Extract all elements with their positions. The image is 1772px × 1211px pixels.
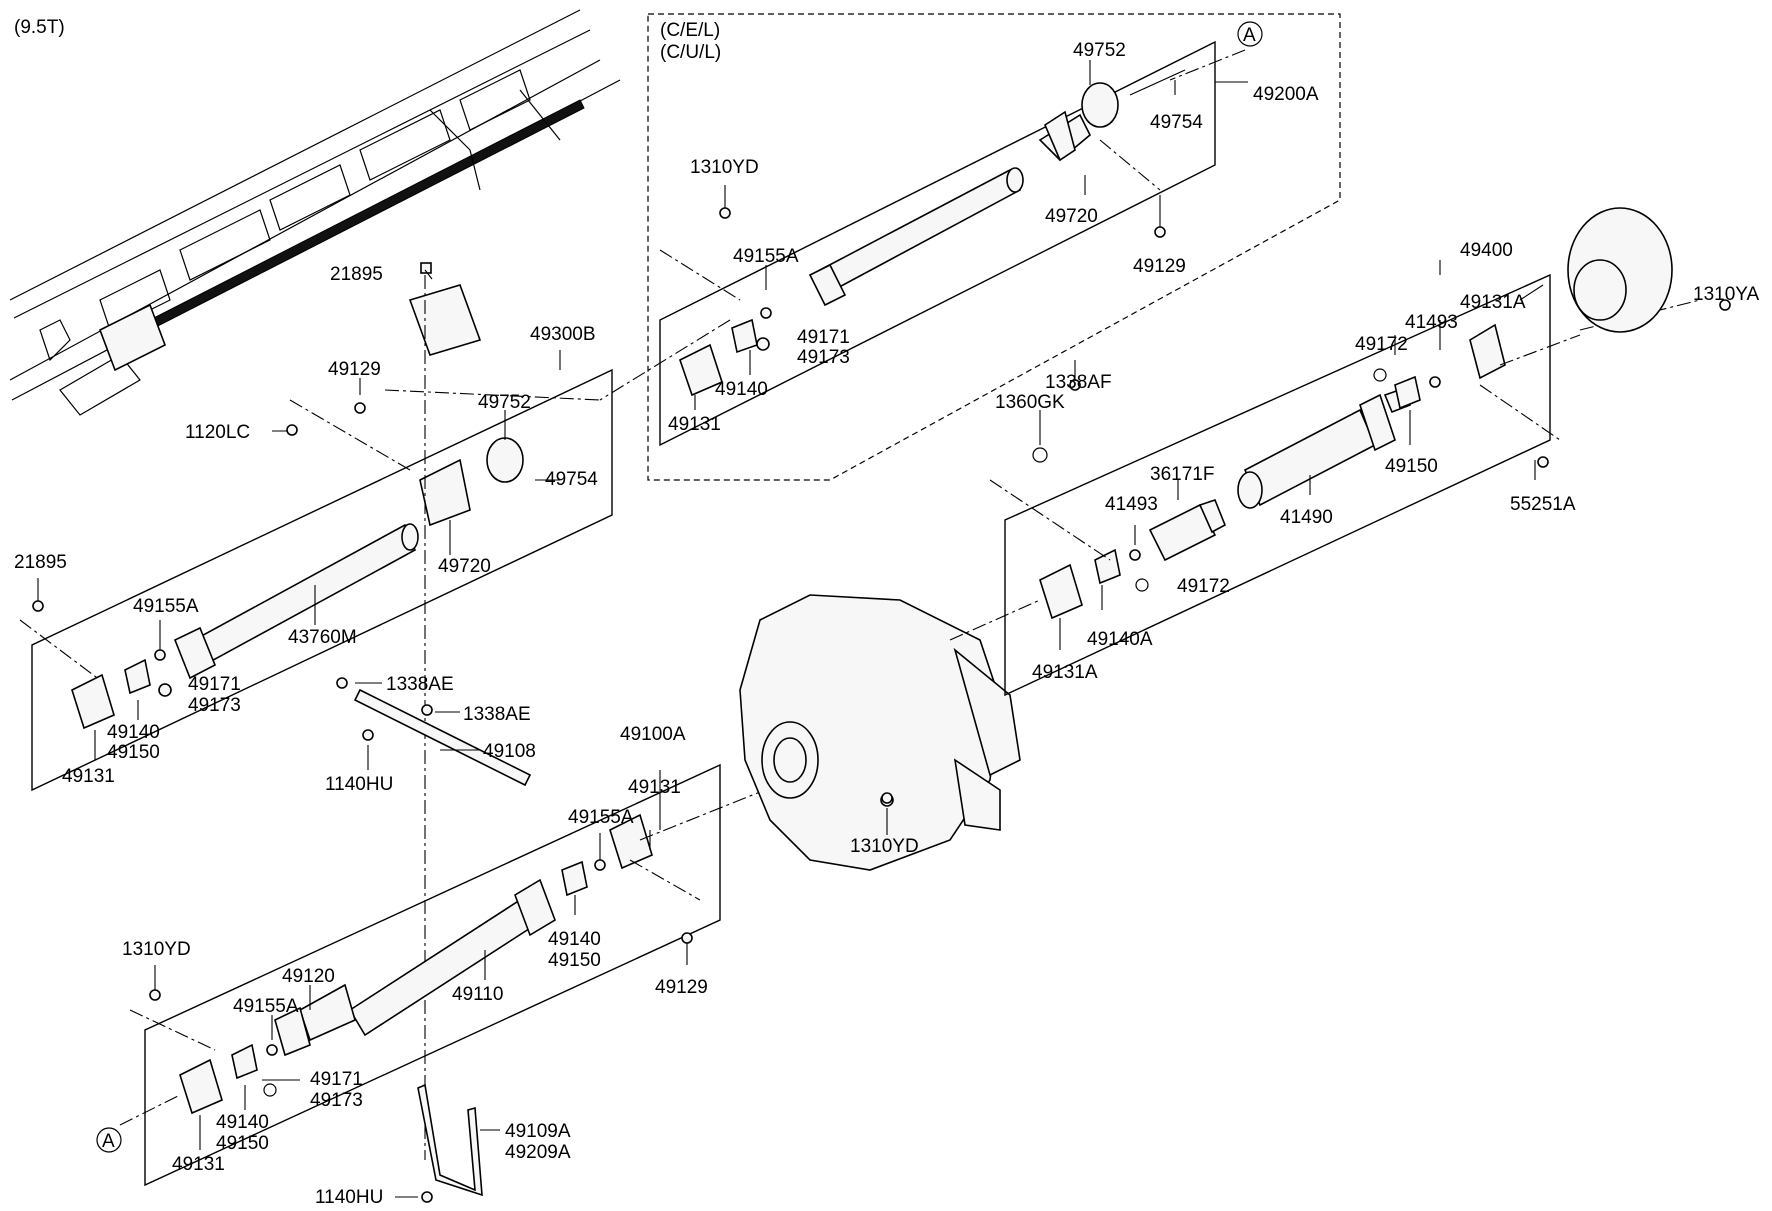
callout: 49131: [62, 766, 115, 787]
drive-shaft-49200a: [808, 82, 1119, 307]
fasteners: [32, 207, 1731, 1097]
part-callouts: 49752 49754 49200A 1310YD 49720 49129 49…: [14, 40, 1760, 1208]
callout: 49129: [328, 359, 381, 380]
callout: 49752: [478, 392, 531, 413]
callout: 49754: [545, 469, 598, 490]
u-joint-49140-d: [179, 1043, 258, 1115]
callout: 1310YD: [690, 157, 759, 178]
callout: 1310YD: [850, 836, 919, 857]
callout: 49300B: [530, 324, 596, 345]
callout: 49400: [1460, 240, 1513, 261]
callout: 49150: [548, 950, 601, 971]
callout: 43760M: [288, 627, 357, 648]
callout: 49155A: [568, 807, 634, 828]
callout: 49173: [188, 695, 241, 716]
reference-marker-a-bottom: A: [96, 1127, 122, 1153]
callout: 49110: [452, 984, 503, 1005]
callout: 49172: [1177, 576, 1230, 597]
bracket-49108: [336, 677, 532, 787]
u-joint-49140a: [1039, 548, 1121, 620]
assembly-frame-49200a: [659, 40, 1216, 447]
callout: 41490: [1280, 507, 1333, 528]
svg-text:A: A: [1243, 25, 1256, 46]
callout: 49150: [216, 1133, 269, 1154]
rear-axle-housing: [739, 594, 1021, 871]
bracket-21895: [408, 262, 482, 356]
callout: 36171F: [1150, 464, 1214, 485]
callout: 49173: [797, 347, 850, 368]
drive-shaft-43760m: [173, 437, 524, 680]
callout: 49129: [655, 977, 708, 998]
callout: 49108: [483, 741, 536, 762]
callout: 41493: [1105, 494, 1158, 515]
option-box-line2: (C/U/L): [660, 42, 721, 63]
callout: 49109A: [505, 1121, 571, 1142]
callout: 41493: [1405, 312, 1458, 333]
callout: 1310YA: [1693, 284, 1760, 305]
assembly-frame-49400: [1004, 273, 1551, 697]
callout: 49131A: [1460, 292, 1526, 313]
callout: 49171: [310, 1069, 363, 1090]
callout: 49720: [1045, 206, 1098, 227]
slip-yoke-36171f: [1148, 499, 1227, 562]
leader-lines: [37, 60, 1544, 1198]
callout: 49140: [715, 379, 768, 400]
callout: 1120LC: [185, 422, 250, 443]
callout: 49155A: [733, 246, 799, 267]
callout: 21895: [330, 264, 383, 285]
callout: 49140: [107, 722, 160, 743]
axle-hub: [1567, 207, 1673, 333]
u-joint-49150-e: [1394, 323, 1506, 410]
callout: 49173: [310, 1090, 363, 1111]
callout: 1338AE: [463, 704, 531, 725]
drive-shaft-41490: [1237, 386, 1411, 509]
callout: 1338AF: [1045, 372, 1112, 393]
callout: 49172: [1355, 334, 1408, 355]
callout: 55251A: [1510, 494, 1576, 515]
callout: 49200A: [1253, 84, 1319, 105]
slip-yoke-49120: [274, 1006, 311, 1057]
variant-label: (9.5T): [14, 17, 65, 38]
callout: 49131: [172, 1154, 225, 1175]
callout: 1310YD: [122, 939, 191, 960]
callout: 49752: [1073, 40, 1126, 61]
u-joint-49140-c: [561, 813, 653, 897]
callout: 49155A: [233, 996, 299, 1017]
callout: 49155A: [133, 596, 199, 617]
svg-text:A: A: [102, 1131, 115, 1152]
callout: 21895: [14, 552, 67, 573]
callout: 49150: [1385, 456, 1438, 477]
callout: 49150: [107, 742, 160, 763]
callout: 1338AE: [386, 674, 454, 695]
callout: 49120: [282, 966, 335, 987]
assembly-frame-49100a: [144, 763, 721, 1187]
callout: 49140: [548, 929, 601, 950]
callout: 49129: [1133, 256, 1186, 277]
callout: 1140HU: [325, 774, 393, 795]
callout: 1360GK: [995, 392, 1065, 413]
callout: 49171: [188, 674, 241, 695]
assembly-frame-49300b: [31, 368, 613, 792]
callout: 49100A: [620, 724, 686, 745]
vehicle-frame-illustration: [9, 9, 621, 416]
u-joint-49140-b: [71, 658, 172, 730]
callout: 1140HU: [315, 1187, 383, 1208]
u-joint-49140-a: [679, 318, 770, 397]
callout: 49131: [668, 414, 721, 435]
callout: 49131: [628, 777, 681, 798]
callout: 49140A: [1087, 629, 1153, 650]
callout: 49720: [438, 556, 491, 577]
callout: 49140: [216, 1112, 269, 1133]
option-box-line1: (C/E/L): [660, 20, 720, 41]
callout: 49754: [1150, 112, 1203, 133]
callout: 49209A: [505, 1142, 571, 1163]
bracket-49109a: [417, 1083, 483, 1203]
drive-shaft-49110: [299, 878, 556, 1042]
callout: 49131A: [1032, 662, 1098, 683]
nut-1310yd-axle: [881, 792, 893, 804]
reference-marker-a-top: A: [1237, 21, 1263, 47]
callout: 49171: [797, 327, 850, 348]
